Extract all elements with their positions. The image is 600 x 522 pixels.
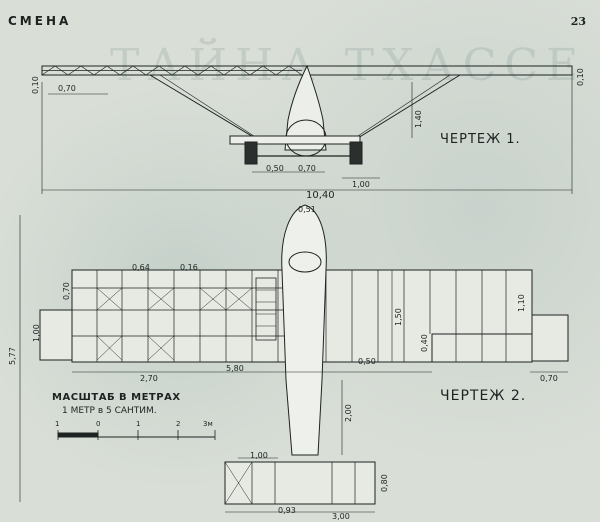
dim-overall-width: 10,40: [306, 190, 335, 201]
fuselage-front: [284, 64, 327, 151]
dim-strut-height: 1,40: [414, 110, 423, 128]
scale-tick-3: 2: [176, 420, 181, 428]
dim-total-height: 5,77: [8, 347, 17, 365]
dim-span-center: 5,80: [226, 364, 244, 373]
dim-tail-span: 3,00: [332, 512, 350, 521]
scale-tick-0: 1: [55, 420, 60, 428]
dim-bay-a: 0,64: [132, 263, 150, 272]
scale-tick-4: 3м: [203, 420, 213, 428]
dim-tail-span-inner: 0,93: [278, 506, 296, 515]
magazine-title: СМЕНА: [8, 14, 72, 28]
dim-tail-depth: 0,80: [380, 474, 389, 492]
page-number: 23: [570, 15, 586, 28]
dim-axle-left: 0,50: [266, 164, 284, 173]
dim-wing-left: 0,70: [58, 84, 76, 93]
dim-axle-right: 0,70: [298, 164, 316, 173]
wing-tip-left: [39, 309, 73, 361]
lower-wing: [229, 135, 361, 145]
caption-drawing-2: ЧЕРТЕЖ 2.: [440, 388, 527, 404]
wheel-left: [244, 141, 258, 165]
tail-plane: [224, 461, 376, 505]
dim-step: 1,00: [352, 180, 370, 189]
dim-cut-b: 0,40: [420, 334, 429, 352]
dim-tip-right: 0,70: [540, 374, 558, 383]
front-view: [41, 64, 573, 194]
scale-subtitle: 1 МЕТР в 5 САНТИМ.: [62, 406, 157, 416]
dim-chord-right: 1,10: [517, 294, 526, 312]
scale-bar: [57, 430, 216, 440]
dim-span-left: 2,70: [140, 374, 158, 383]
caption-drawing-1: ЧЕРТЕЖ 1.: [440, 132, 521, 147]
dim-fuselage-length: 2,00: [344, 404, 353, 422]
dim-tail-chord: 1,00: [250, 451, 268, 460]
fuselage-plan: [281, 204, 327, 456]
dim-chord-left: 0,70: [62, 282, 71, 300]
dim-chord-center: 1,50: [394, 308, 403, 326]
dim-height-right: 0,10: [576, 68, 585, 86]
dim-bay-b: 0,16: [180, 263, 198, 272]
dim-height-left: 0,10: [31, 76, 40, 94]
plan-view: [19, 204, 569, 513]
wing-tip-right: [531, 314, 569, 362]
scale-tick-1: 0: [96, 420, 101, 428]
scale-title: МАСШТАБ В МЕТРАХ: [52, 392, 181, 403]
dim-nose: 0,51: [298, 205, 316, 214]
wheel-right: [349, 141, 363, 165]
scale-tick-2: 1: [136, 420, 141, 428]
dim-side-left: 1,00: [32, 324, 41, 342]
dim-cut-a: 0,50: [358, 357, 376, 366]
